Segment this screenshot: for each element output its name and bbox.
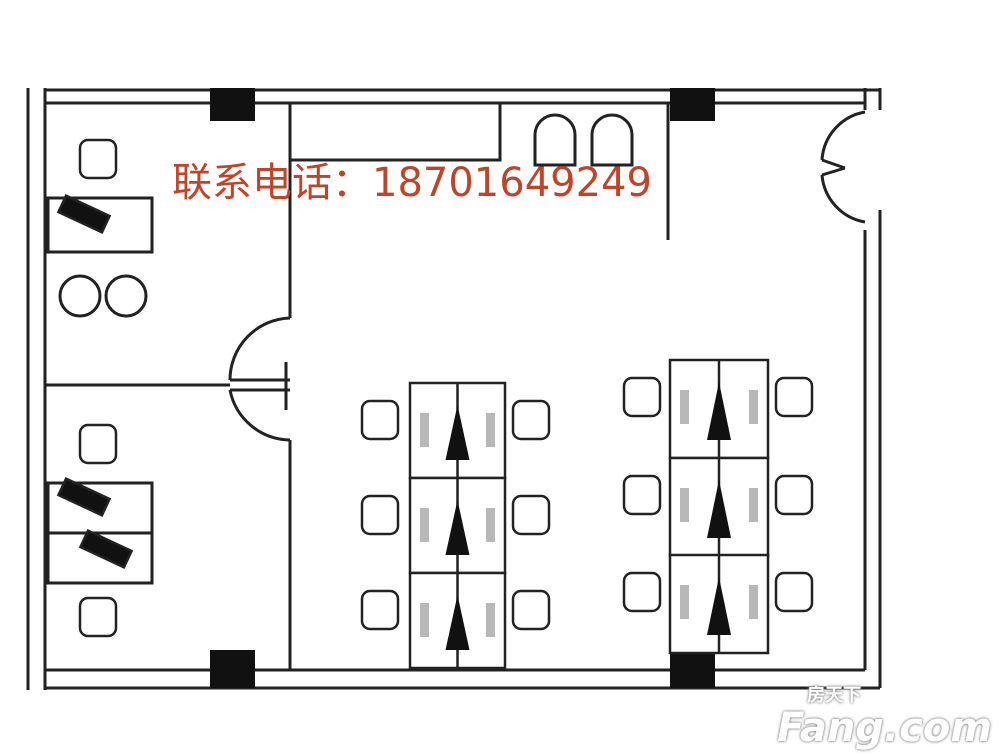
desk-lamp: [707, 382, 731, 440]
monitor: [680, 390, 689, 424]
chair: [774, 571, 814, 613]
monitor: [749, 488, 758, 522]
monitor: [420, 413, 429, 447]
chair: [78, 596, 118, 638]
monitor: [420, 508, 429, 542]
monitor: [680, 488, 689, 522]
phone-device: [56, 194, 112, 234]
chair: [622, 474, 662, 516]
chair: [774, 474, 814, 516]
monitor: [486, 413, 495, 447]
contact-phone-text: 联系电话：18701649249: [172, 150, 652, 208]
chair: [360, 399, 400, 441]
monitor: [486, 603, 495, 637]
phone-device: [78, 529, 134, 569]
chair: [360, 589, 400, 631]
chair: [622, 571, 662, 613]
desk-lamp: [707, 480, 731, 538]
chair: [622, 376, 662, 418]
monitor: [749, 390, 758, 424]
columns: [210, 88, 715, 688]
chair: [511, 589, 551, 631]
watermark-en: Fang.com: [777, 705, 992, 751]
chair: [78, 138, 118, 180]
chair: [511, 494, 551, 536]
furniture: [56, 138, 814, 670]
monitor: [680, 585, 689, 619]
monitor: [420, 603, 429, 637]
desk-lamp: [445, 595, 470, 650]
monitor: [749, 585, 758, 619]
desk-lamp: [445, 500, 470, 555]
chair: [78, 423, 118, 465]
chair: [774, 376, 814, 418]
monitor: [486, 508, 495, 542]
walls: [26, 88, 882, 690]
watermark-cn: 房天下: [807, 685, 862, 706]
chair: [360, 494, 400, 536]
chair: [511, 399, 551, 441]
phone-device: [56, 477, 112, 517]
contact-label: 联系电话：: [172, 160, 372, 206]
desk-lamp: [707, 577, 731, 635]
phone-number: 18701649249: [372, 160, 652, 206]
desk-lamp: [445, 405, 470, 460]
